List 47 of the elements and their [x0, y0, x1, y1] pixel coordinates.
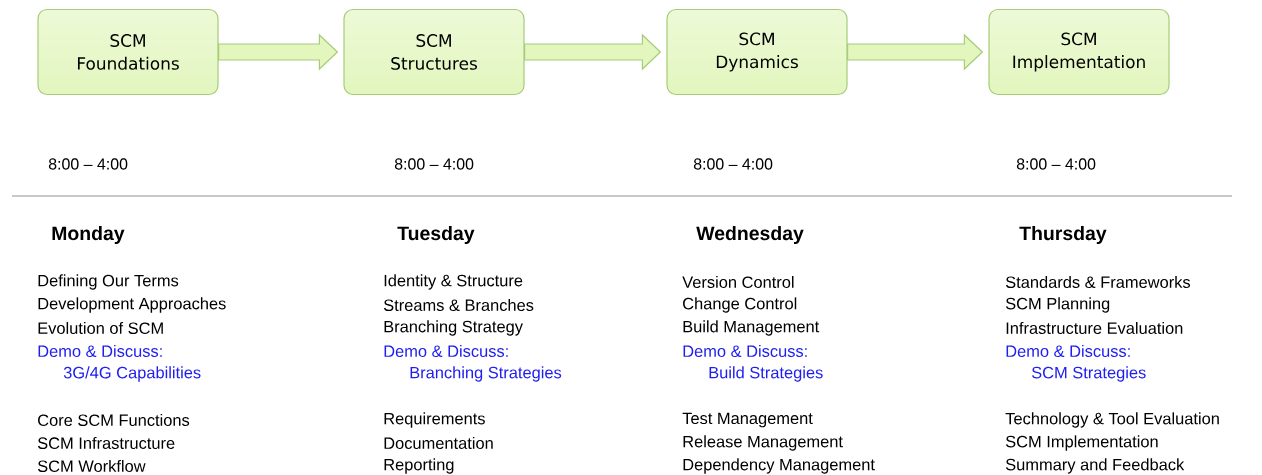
- topic-item: Summary and Feedback: [1005, 458, 1185, 474]
- time-label: 8:00 – 4:00: [693, 158, 773, 170]
- topic-item: SCM Planning: [1005, 297, 1110, 313]
- topic-item: Infrastructure Evaluation: [1006, 321, 1183, 334]
- demo-item: Branching Strategies: [410, 366, 562, 382]
- time-label: 8:00 – 4:00: [48, 158, 128, 170]
- topic-item: Change Control: [683, 297, 797, 313]
- topic-item: SCM Implementation: [1005, 435, 1158, 451]
- topic-item: Streams & Branches: [383, 298, 534, 311]
- topic-item: Build Management: [683, 320, 820, 336]
- demo-item: 3G/4G Capabilities: [63, 366, 201, 382]
- topic-item: Release Management: [683, 435, 843, 451]
- topic-item: Core SCM Functions: [38, 413, 190, 426]
- topic-item: Technology & Tool Evaluation: [1005, 412, 1219, 428]
- stage-box: SCM Implementation: [988, 8, 1170, 96]
- demo-item: Demo & Discuss:: [683, 344, 807, 357]
- topic-item: Version Control: [682, 275, 794, 288]
- demo-item: Demo & Discuss:: [384, 344, 508, 357]
- stage-box: SCM Foundations: [37, 8, 219, 96]
- demo-item: SCM Strategies: [1031, 366, 1146, 382]
- block-arrow: [847, 33, 984, 71]
- day-heading: Tuesday: [397, 225, 475, 245]
- demo-item: Build Strategies: [709, 366, 823, 382]
- demo-item: Demo & Discuss:: [1006, 344, 1130, 357]
- stage-box: SCM Structures: [343, 8, 525, 96]
- topic-item: Branching Strategy: [384, 320, 523, 336]
- topic-item: Dependency Management: [683, 458, 875, 474]
- topic-item: Development Approaches: [38, 297, 226, 313]
- topic-item: SCM Infrastructure: [37, 436, 175, 449]
- stage-box: SCM Dynamics: [666, 8, 848, 96]
- demo-item: Demo & Discuss:: [38, 344, 162, 357]
- block-arrow: [218, 33, 339, 71]
- topic-item: Defining Our Terms: [38, 274, 179, 290]
- topic-item: SCM Workflow: [37, 459, 146, 472]
- time-label: 8:00 – 4:00: [394, 158, 474, 170]
- topic-item: Identity & Structure: [384, 274, 523, 290]
- topic-item: Standards & Frameworks: [1005, 275, 1191, 288]
- topic-item: Reporting: [384, 458, 454, 474]
- topic-item: Documentation: [384, 436, 493, 449]
- topic-item: Requirements: [384, 412, 485, 428]
- day-heading: Monday: [52, 225, 125, 245]
- time-label: 8:00 – 4:00: [1016, 158, 1096, 170]
- day-heading: Thursday: [1019, 225, 1107, 245]
- block-arrow: [524, 33, 662, 71]
- day-heading: Wednesday: [696, 225, 804, 245]
- topic-item: Test Management: [682, 412, 813, 428]
- topic-item: Evolution of SCM: [38, 321, 163, 334]
